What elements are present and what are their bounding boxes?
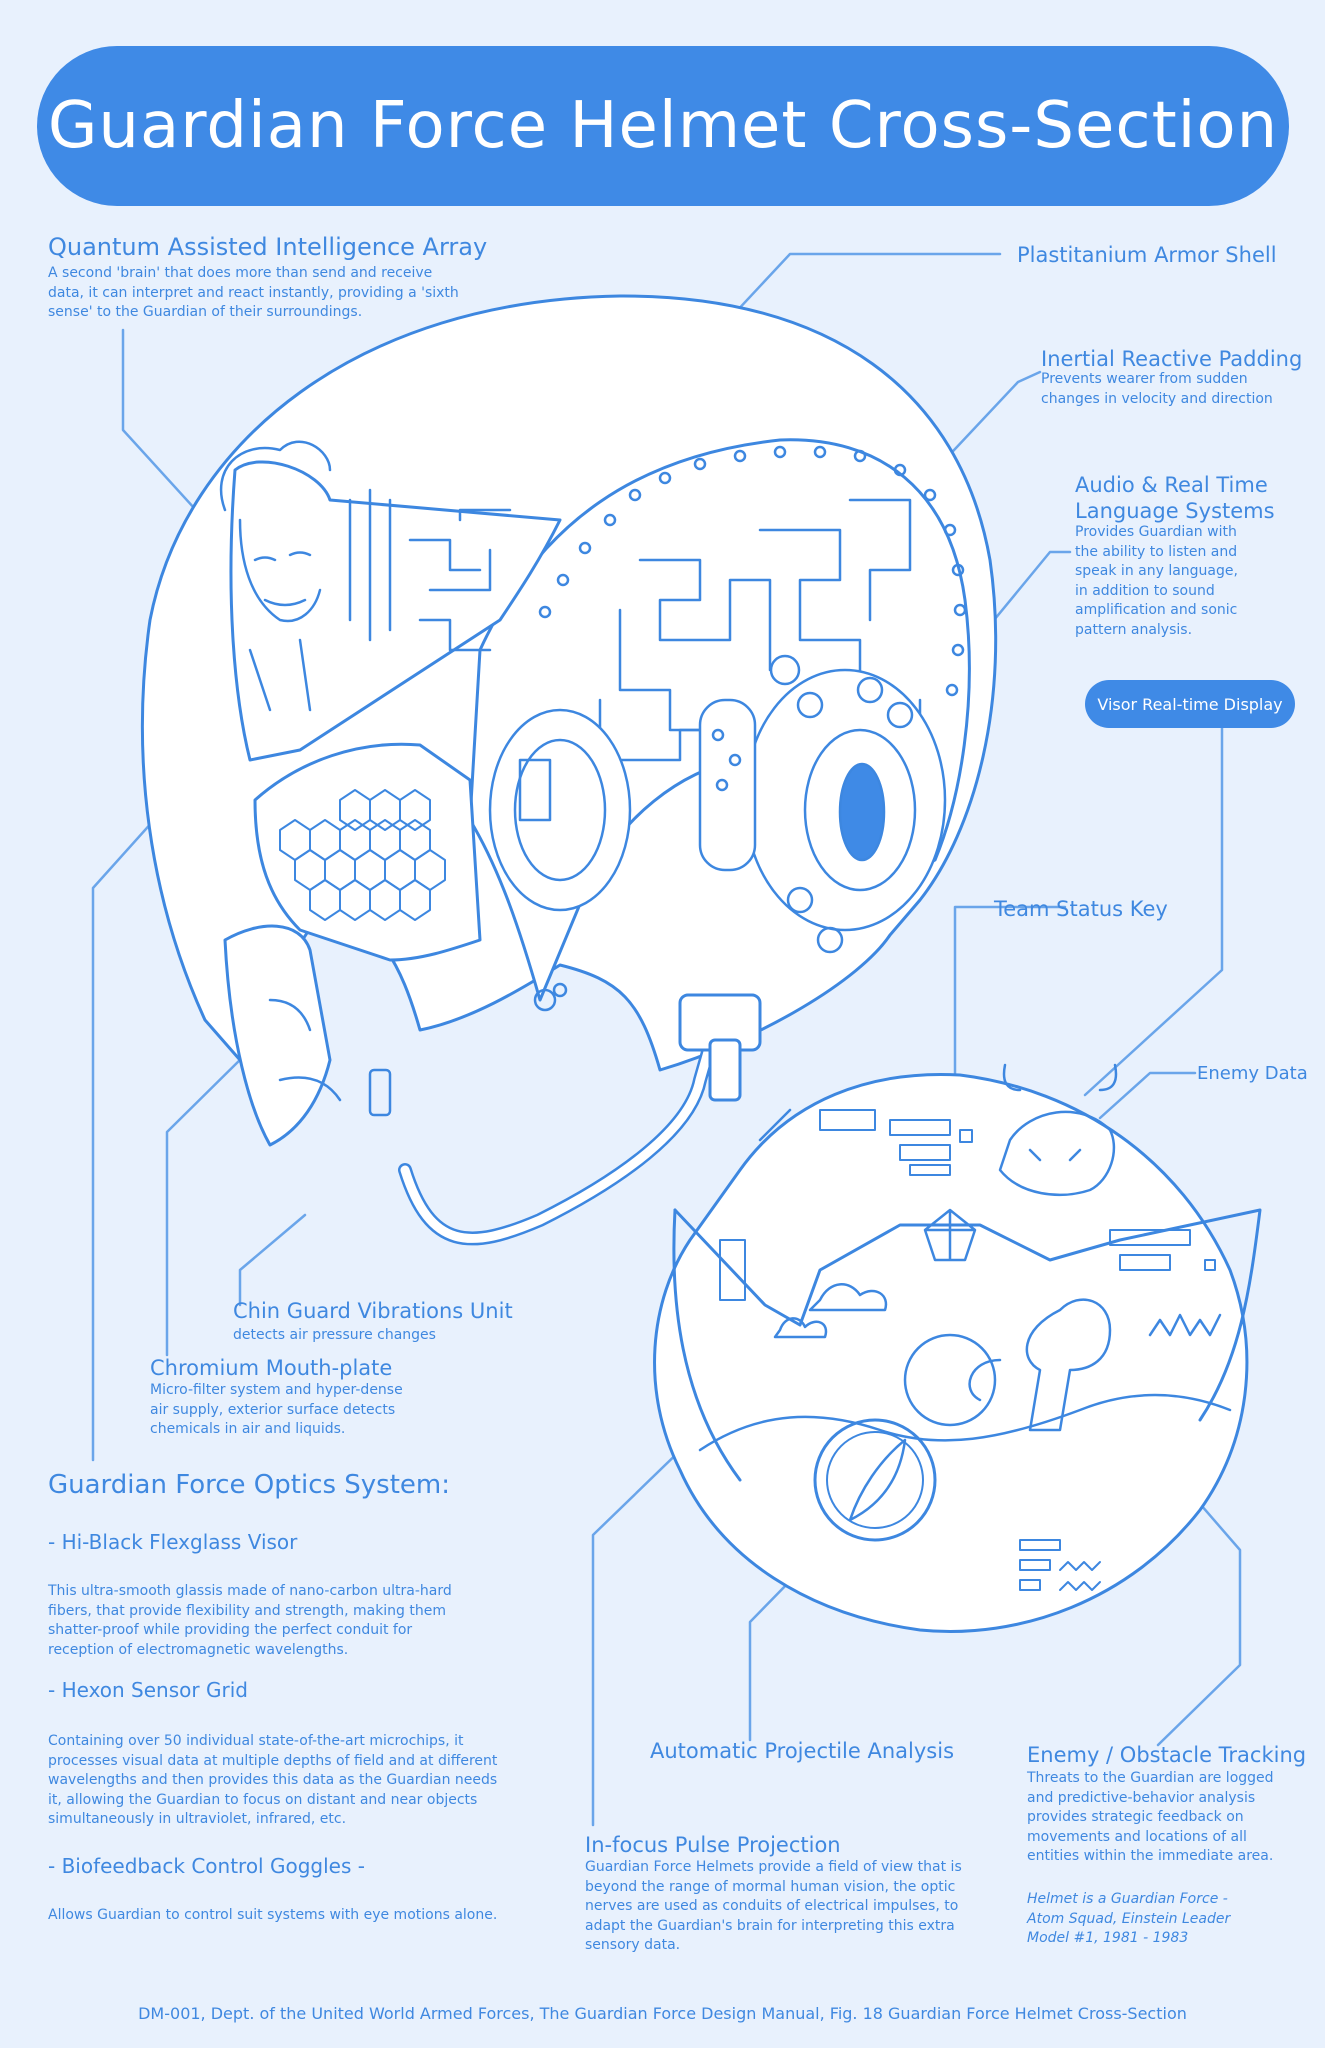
qai-portrait-panel [229,460,562,762]
pulse-title: In-focus Pulse Projection [585,1833,841,1857]
padding-rivets [538,445,967,697]
projectile-analysis-label: Automatic Projectile Analysis [650,1739,955,1763]
tracking-title: Enemy / Obstacle Tracking [1027,1743,1307,1767]
visor-description: This ultra-smooth glassis made of nano-c… [48,1583,452,1658]
chin-guard-description: detects air pressure changes [233,1327,436,1343]
circuit-pattern [348,488,512,652]
hexon-title: - Hexon Sensor Grid [48,1678,248,1702]
mouth-vents [268,998,392,1117]
visor-display [653,1063,1262,1633]
biofeedback-title: - Biofeedback Control Goggles - [48,1854,365,1878]
armor-shell-label: Plastitanium Armor Shell [1017,243,1277,267]
enemy-icon [998,1110,1116,1196]
enemy-figure [1025,1298,1112,1432]
visor-lens [838,762,886,862]
mouth-plate-description: Micro-filter system and hyper-dense air … [150,1382,403,1438]
chin-guard-title: Chin Guard Vibrations Unit [233,1299,513,1323]
qai-title: Quantum Assisted Intelligence Array [48,233,488,261]
visor-title: - Hi-Black Flexglass Visor [48,1530,298,1554]
team-status-key-icon [923,1208,977,1262]
goggles [698,654,947,954]
footer-citation: DM-001, Dept. of the United World Armed … [138,2004,1187,2023]
title-banner: Guardian Force Helmet Cross-Section [37,46,1289,206]
audio-title: Audio & Real Time Language Systems [1075,473,1275,524]
team-status-label: Team Status Key [994,897,1168,921]
pulse-description: Guardian Force Helmets provide a field o… [585,1859,962,1954]
audio-description: Provides Guardian with the ability to li… [1075,524,1238,638]
page-title: Guardian Force Helmet Cross-Section [47,89,1279,163]
portrait-face [219,440,332,712]
qai-description: A second 'brain' that does more than sen… [48,265,459,321]
mouth-plate-title: Chromium Mouth-plate [150,1356,393,1380]
hex-cells [279,789,446,921]
tracking-description: Threats to the Guardian are logged and p… [1027,1770,1274,1865]
mouth-plate [223,924,332,1147]
visor-display-badge: Visor Real-time Display [1085,680,1295,728]
padding-title: Inertial Reactive Padding [1041,347,1303,371]
projectile-target-icon [813,1418,937,1542]
biofeedback-description: Allows Guardian to control suit systems … [48,1907,498,1923]
credit-note: Helmet is a Guardian Force - Atom Squad,… [1027,1891,1231,1947]
padding-description: Prevents wearer from sudden changes in v… [1041,371,1273,407]
enemy-data-label: Enemy Data [1197,1063,1308,1084]
audio-module [488,708,632,1012]
hexon-description: Containing over 50 individual state-of-t… [48,1733,498,1828]
optics-heading: Guardian Force Optics System: [48,1470,451,1500]
